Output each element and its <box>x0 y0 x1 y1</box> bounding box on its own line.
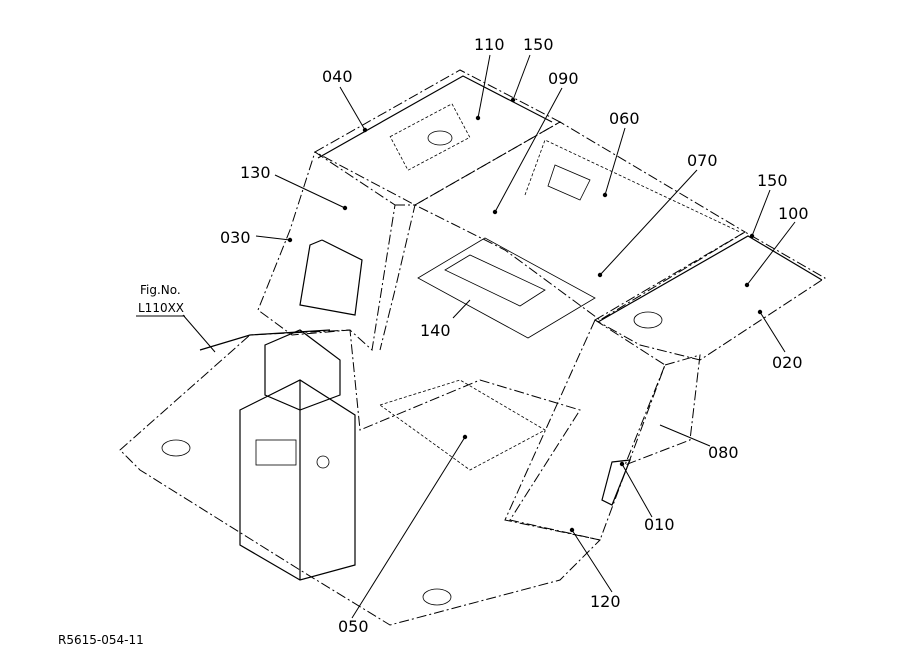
floor-recess <box>379 379 546 471</box>
callout-100: 100 <box>778 204 809 223</box>
leader-110 <box>477 54 491 119</box>
callout-090: 090 <box>548 69 579 88</box>
pedestal-bracket <box>255 439 297 466</box>
rear-flap <box>624 354 701 466</box>
callout-080: 080 <box>708 443 739 462</box>
frame-assembly <box>119 69 826 626</box>
leader-090 <box>494 87 563 213</box>
left-window <box>299 239 363 316</box>
leader-050 <box>351 436 466 619</box>
center-plate <box>417 237 596 339</box>
callout-050: 050 <box>338 617 369 636</box>
callout-110: 110 <box>474 35 505 54</box>
callout-120: 120 <box>590 592 621 611</box>
top-panel-hole <box>427 130 453 146</box>
leader-lines <box>182 54 796 619</box>
right-side-panel <box>504 319 666 541</box>
drawing-code: R5615-054-11 <box>58 633 144 647</box>
left-column-inner <box>379 204 416 351</box>
leader-070 <box>599 169 698 276</box>
leader-040 <box>339 86 366 131</box>
callout-150-top: 150 <box>523 35 554 54</box>
callout-140: 140 <box>420 321 451 340</box>
pedestal-bolt <box>316 455 330 469</box>
right-bracket <box>601 459 631 506</box>
leader-150a <box>512 54 531 101</box>
callout-020: 020 <box>772 353 803 372</box>
floor-hole-front <box>422 588 452 606</box>
leader-080 <box>659 424 711 447</box>
leader-fig-ref <box>182 314 216 353</box>
floor-plate <box>119 329 601 626</box>
right-panel-hole <box>633 311 663 329</box>
right-top-panel <box>593 231 826 361</box>
top-panel-cutout <box>389 103 471 171</box>
callout-030: 030 <box>220 228 251 247</box>
left-column <box>257 151 396 351</box>
callout-010: 010 <box>644 515 675 534</box>
leader-140 <box>452 299 471 319</box>
leader-150b <box>751 189 771 237</box>
leader-030 <box>255 235 291 241</box>
leader-100 <box>746 221 796 286</box>
callout-130: 130 <box>240 163 271 182</box>
leader-130 <box>274 174 346 209</box>
callout-labels: 110 150 040 090 060 070 130 150 100 030 … <box>220 35 809 636</box>
callout-150-right: 150 <box>757 171 788 190</box>
back-wall-slot <box>547 164 591 201</box>
back-wall-inner <box>524 139 741 233</box>
fig-ref-line2: L110XX <box>138 301 184 315</box>
leader-020 <box>759 311 786 353</box>
callout-070: 070 <box>687 151 718 170</box>
fig-ref-line1: Fig.No. <box>140 283 181 297</box>
callout-060: 060 <box>609 109 640 128</box>
callout-040: 040 <box>322 67 353 86</box>
leader-060 <box>604 127 626 196</box>
right-top-edge <box>597 235 823 323</box>
center-pedestal <box>239 379 356 581</box>
center-plate-inner <box>444 254 546 307</box>
pedestal-top <box>264 329 341 411</box>
floor-hole-left <box>161 439 191 457</box>
fig-reference: Fig.No. L110XX <box>136 283 185 317</box>
floor-rear-edge <box>199 329 331 351</box>
leader-120 <box>571 529 613 593</box>
leader-010 <box>621 463 653 518</box>
